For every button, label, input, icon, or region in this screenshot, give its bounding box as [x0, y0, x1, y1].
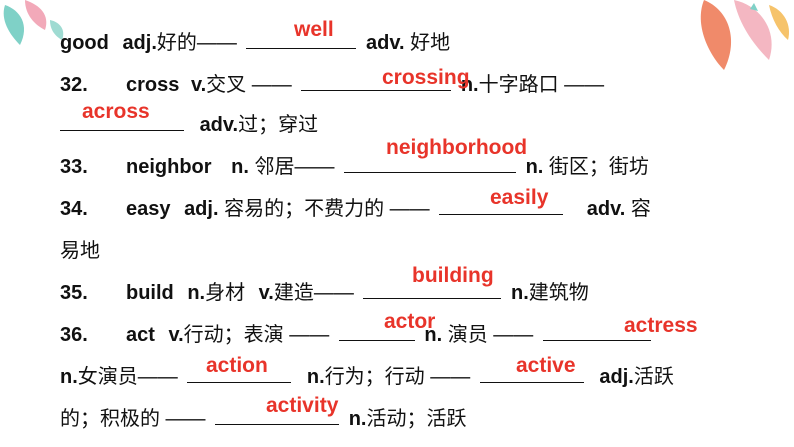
meaning: 过；穿过 — [238, 114, 319, 136]
answer-well: well — [294, 18, 334, 41]
pos: n. — [525, 156, 544, 178]
meaning: 活跃 — [633, 366, 674, 388]
answer-easily: easily — [490, 186, 549, 209]
answer-blank — [301, 72, 452, 91]
meaning: 交叉 —— — [206, 74, 292, 96]
answer-blank — [542, 322, 651, 341]
pos: v. — [168, 324, 184, 346]
pos: adj. — [599, 366, 634, 388]
pos: n. — [511, 282, 529, 304]
vocab-line-cross: 32. cross v.交叉 —— n.十字路口 —— — [60, 68, 604, 102]
meaning: 行为；行动 —— — [324, 366, 471, 388]
answer-blank — [215, 406, 340, 425]
word: good — [60, 32, 109, 54]
pos: n. — [306, 366, 325, 388]
meaning: 活动；活跃 — [366, 408, 467, 430]
vocab-line-easy: 34. easy adj. 容易的；不费力的 —— adv. 容 — [60, 192, 651, 226]
vocab-line-act: 36. act v.行动；表演 —— n. 演员 —— — [60, 318, 655, 352]
meaning: 十字路口 —— — [478, 74, 605, 96]
pos: n. — [231, 156, 249, 178]
meaning: 容易的；不费力的 —— — [224, 198, 430, 220]
answer-actress: actress — [624, 314, 698, 337]
meaning: 邻居—— — [254, 156, 335, 178]
pos: adv. — [199, 114, 239, 136]
answer-activity: activity — [266, 394, 339, 417]
answer-across: across — [82, 100, 150, 123]
pos: n. — [60, 366, 78, 388]
meaning: 易地 — [60, 240, 100, 262]
word: easy — [126, 198, 171, 220]
item-number: 33. — [60, 156, 88, 178]
answer-blank — [363, 280, 502, 299]
vocab-line-good: good adj.好的—— adv. 好地 — [60, 26, 450, 60]
word: cross — [126, 74, 180, 96]
answer-neighborhood: neighborhood — [386, 136, 528, 159]
pos: adj. — [184, 198, 219, 220]
meaning: 演员 —— — [447, 324, 534, 346]
pos: adv. — [586, 198, 626, 220]
vocab-line-act-cont2: 的；积极的 —— n.活动；活跃 — [60, 402, 466, 436]
pos: n. — [424, 324, 443, 346]
pos: v. — [190, 74, 207, 96]
meaning: 建筑物 — [528, 282, 589, 304]
pos: n. — [460, 74, 479, 96]
pos: n. — [348, 408, 367, 430]
leaf-decoration-left — [3, 0, 64, 45]
answer-action: action — [206, 354, 268, 377]
answer-blank — [338, 322, 415, 341]
vocab-line-build: 35.build n.身材 v.建造—— n.建筑物 — [60, 276, 589, 310]
answer-actor: actor — [384, 310, 436, 333]
word: act — [126, 324, 155, 346]
answer-crossing: crossing — [382, 66, 470, 89]
answer-blank — [187, 364, 292, 383]
meaning: 街区；街坊 — [548, 156, 649, 178]
word: build — [126, 282, 174, 304]
answer-building: building — [412, 264, 494, 287]
item-number: 32. — [60, 74, 88, 96]
word: neighbor — [126, 156, 212, 178]
meaning: 行动；表演 —— — [183, 324, 330, 346]
item-number: 35. — [60, 282, 88, 304]
pos: adj. — [122, 32, 157, 54]
answer-blank — [246, 30, 357, 49]
meaning: 好地 — [410, 32, 451, 54]
answer-blank — [344, 154, 517, 173]
answer-blank — [439, 196, 564, 215]
pos: n. — [187, 282, 206, 304]
meaning: 身材 — [205, 282, 246, 304]
answer-blank — [479, 364, 584, 383]
item-number: 36. — [60, 324, 88, 346]
pos: adv. — [366, 32, 405, 54]
answer-blank — [60, 112, 184, 131]
answer-active: active — [516, 354, 576, 377]
meaning: 的；积极的 —— — [60, 408, 206, 430]
item-number: 34. — [60, 198, 88, 220]
meaning: 建造—— — [273, 282, 354, 304]
vocab-line-act-cont: n.女演员—— n.行为；行动 —— adj.活跃 — [60, 360, 674, 394]
meaning: 好的—— — [156, 32, 237, 54]
pos: v. — [258, 282, 274, 304]
meaning: 容 — [630, 198, 651, 220]
vocab-line-easy-cont: 易地 — [60, 234, 100, 268]
vocab-line-neighbor: 33. neighbor n. 邻居—— n. 街区；街坊 — [60, 150, 649, 184]
leaf-decoration-right — [700, 0, 790, 70]
vocab-line-cross-cont: adv.过；穿过 — [60, 108, 318, 142]
meaning: 女演员—— — [77, 366, 178, 388]
